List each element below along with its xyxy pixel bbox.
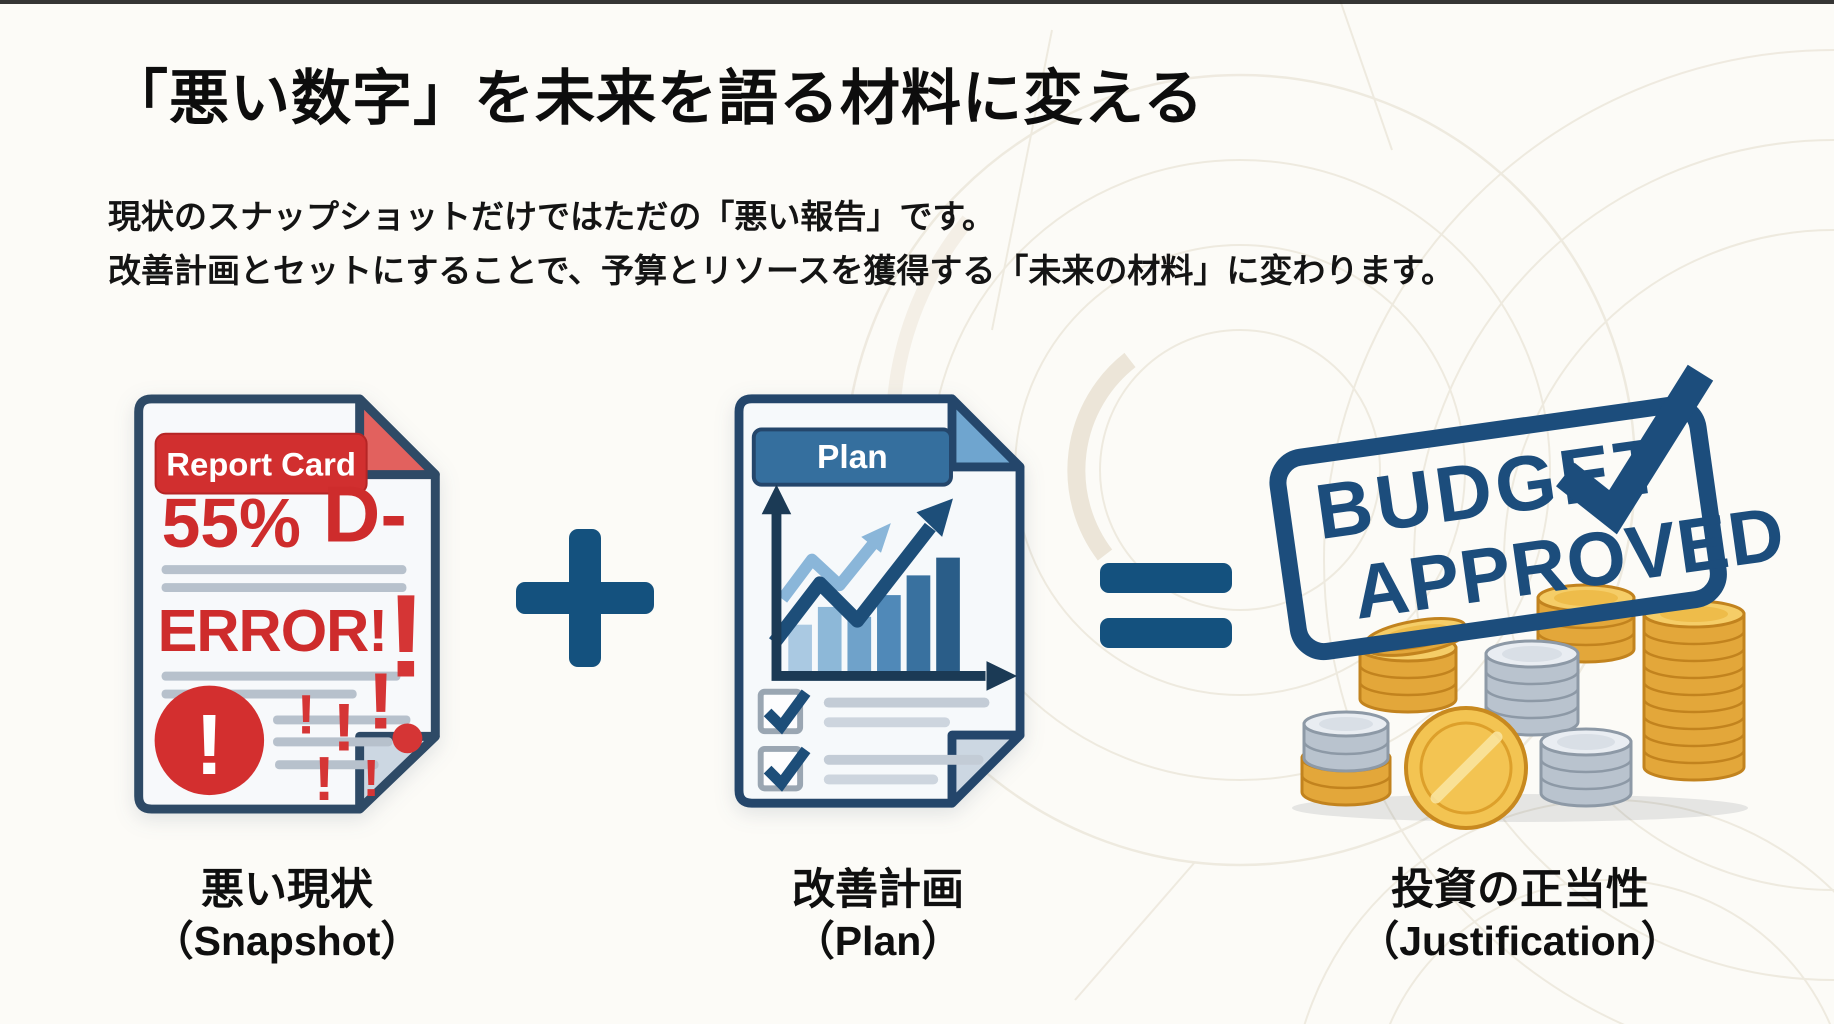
caption-justification-en: （Justification） [1358,918,1682,965]
plan-fold-top-icon [947,394,1025,472]
plan-document-icon: Plan [734,394,1025,808]
top-edge-artifact [0,0,1834,4]
caption-plan-en: （Plan） [793,918,963,965]
svg-text:!: ! [333,690,356,765]
trend-arrow-dark-icon [769,498,953,647]
caption-snapshot-ja: 悪い現状 [201,866,373,914]
front-gold-coin-icon [1404,706,1528,830]
warning-exclamation-icon: ! [195,698,224,793]
checkmark-icon [763,746,811,792]
grade-letter: D- [323,469,407,558]
caption-snapshot: 悪い現状 （Snapshot） [107,864,467,966]
report-banner-label: Report Card [166,446,356,483]
plus-icon [510,523,660,673]
approved-checkmark-icon [1556,364,1714,535]
silver-stack-front [1539,727,1633,808]
plan-illustration: Plan [727,390,1033,814]
chart-axes-icon [761,484,1018,691]
left-small-stacks [1300,710,1392,807]
gold-stack-tall [1642,599,1746,782]
caption-plan: 改善計画 （Plan） [693,864,1063,966]
report-card-illustration: Report Card 55% D- ERROR! ! ! ! [124,390,446,818]
report-fold-top-icon [355,394,440,480]
report-banner [154,432,368,495]
growth-bars-icon [788,557,960,674]
grade-percent: 55% [162,484,301,562]
budget-approved-icon: BUDGET APPROVED [1269,364,1790,830]
stamp-frame [1269,396,1727,661]
caption-plan-ja: 改善計画 [792,866,964,914]
svg-text:!: ! [368,656,395,745]
subtitle-line-2: 改善計画とセットにすることで、予算とリソースを獲得する「未来の材料」に変わります… [108,252,1455,290]
warning-circle-icon [154,685,265,796]
caption-justification-ja: 投資の正当性 [1391,866,1649,914]
subtitle-line-1: 現状のスナップショットだけではただの「悪い報告」です。 [108,198,996,235]
checkmark-icon [763,689,811,735]
plan-fold-bottom-icon [947,730,1025,808]
svg-text:!: ! [363,749,380,807]
caption-snapshot-en: （Snapshot） [152,918,422,965]
report-text-lines [161,565,411,770]
slide-subtitle: 現状のスナップショットだけではただの「悪い報告」です。 改善計画とセットにするこ… [108,190,1758,298]
big-exclamation-icon: ! [387,571,426,702]
checklist [757,688,990,792]
silver-stack-mid [1484,639,1580,737]
plan-banner-label: Plan [817,439,888,476]
trend-arrow-light-icon [777,523,891,603]
budget-approved-illustration: BUDGET APPROVED [1268,364,1790,830]
coins-shadow [1292,794,1748,822]
equals-icon [1096,556,1236,656]
svg-text:!: ! [297,683,316,745]
red-dot-icon [392,723,423,754]
error-text: ERROR! [158,597,388,664]
report-card-document-icon: Report Card 55% D- ERROR! ! ! ! [134,394,440,814]
plan-banner [751,427,953,487]
approval-stamp: BUDGET APPROVED [1269,364,1790,661]
svg-text:!: ! [314,745,335,814]
slide-title: 「悪い数字」を未来を語る材料に変える [108,65,1205,132]
exclamation-marks: ! ! ! ! ! [297,656,394,814]
caption-justification: 投資の正当性 （Justification） [1310,864,1730,966]
